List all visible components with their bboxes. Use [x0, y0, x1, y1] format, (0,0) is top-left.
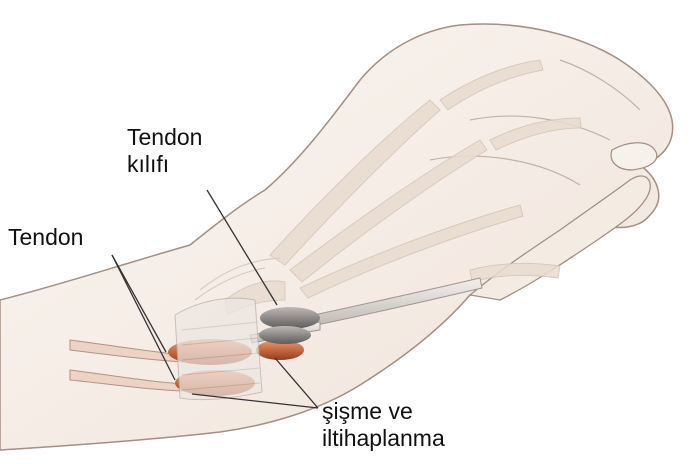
extensor-retinaculum	[175, 298, 262, 399]
label-tendon-sheath-line2: kılıfı	[127, 151, 202, 178]
label-swelling: şişme ve iltihaplanma	[322, 398, 445, 452]
label-tendon: Tendon	[8, 224, 83, 251]
thumb-nail	[611, 143, 657, 170]
label-tendon-sheath: Tendon kılıfı	[127, 124, 202, 178]
label-swelling-line1: şişme ve	[322, 398, 445, 425]
label-swelling-line2: iltihaplanma	[322, 425, 445, 452]
label-tendon-sheath-line1: Tendon	[127, 124, 202, 151]
sheath-gray-mid	[259, 326, 311, 344]
sheath-gray-upper	[260, 307, 320, 329]
